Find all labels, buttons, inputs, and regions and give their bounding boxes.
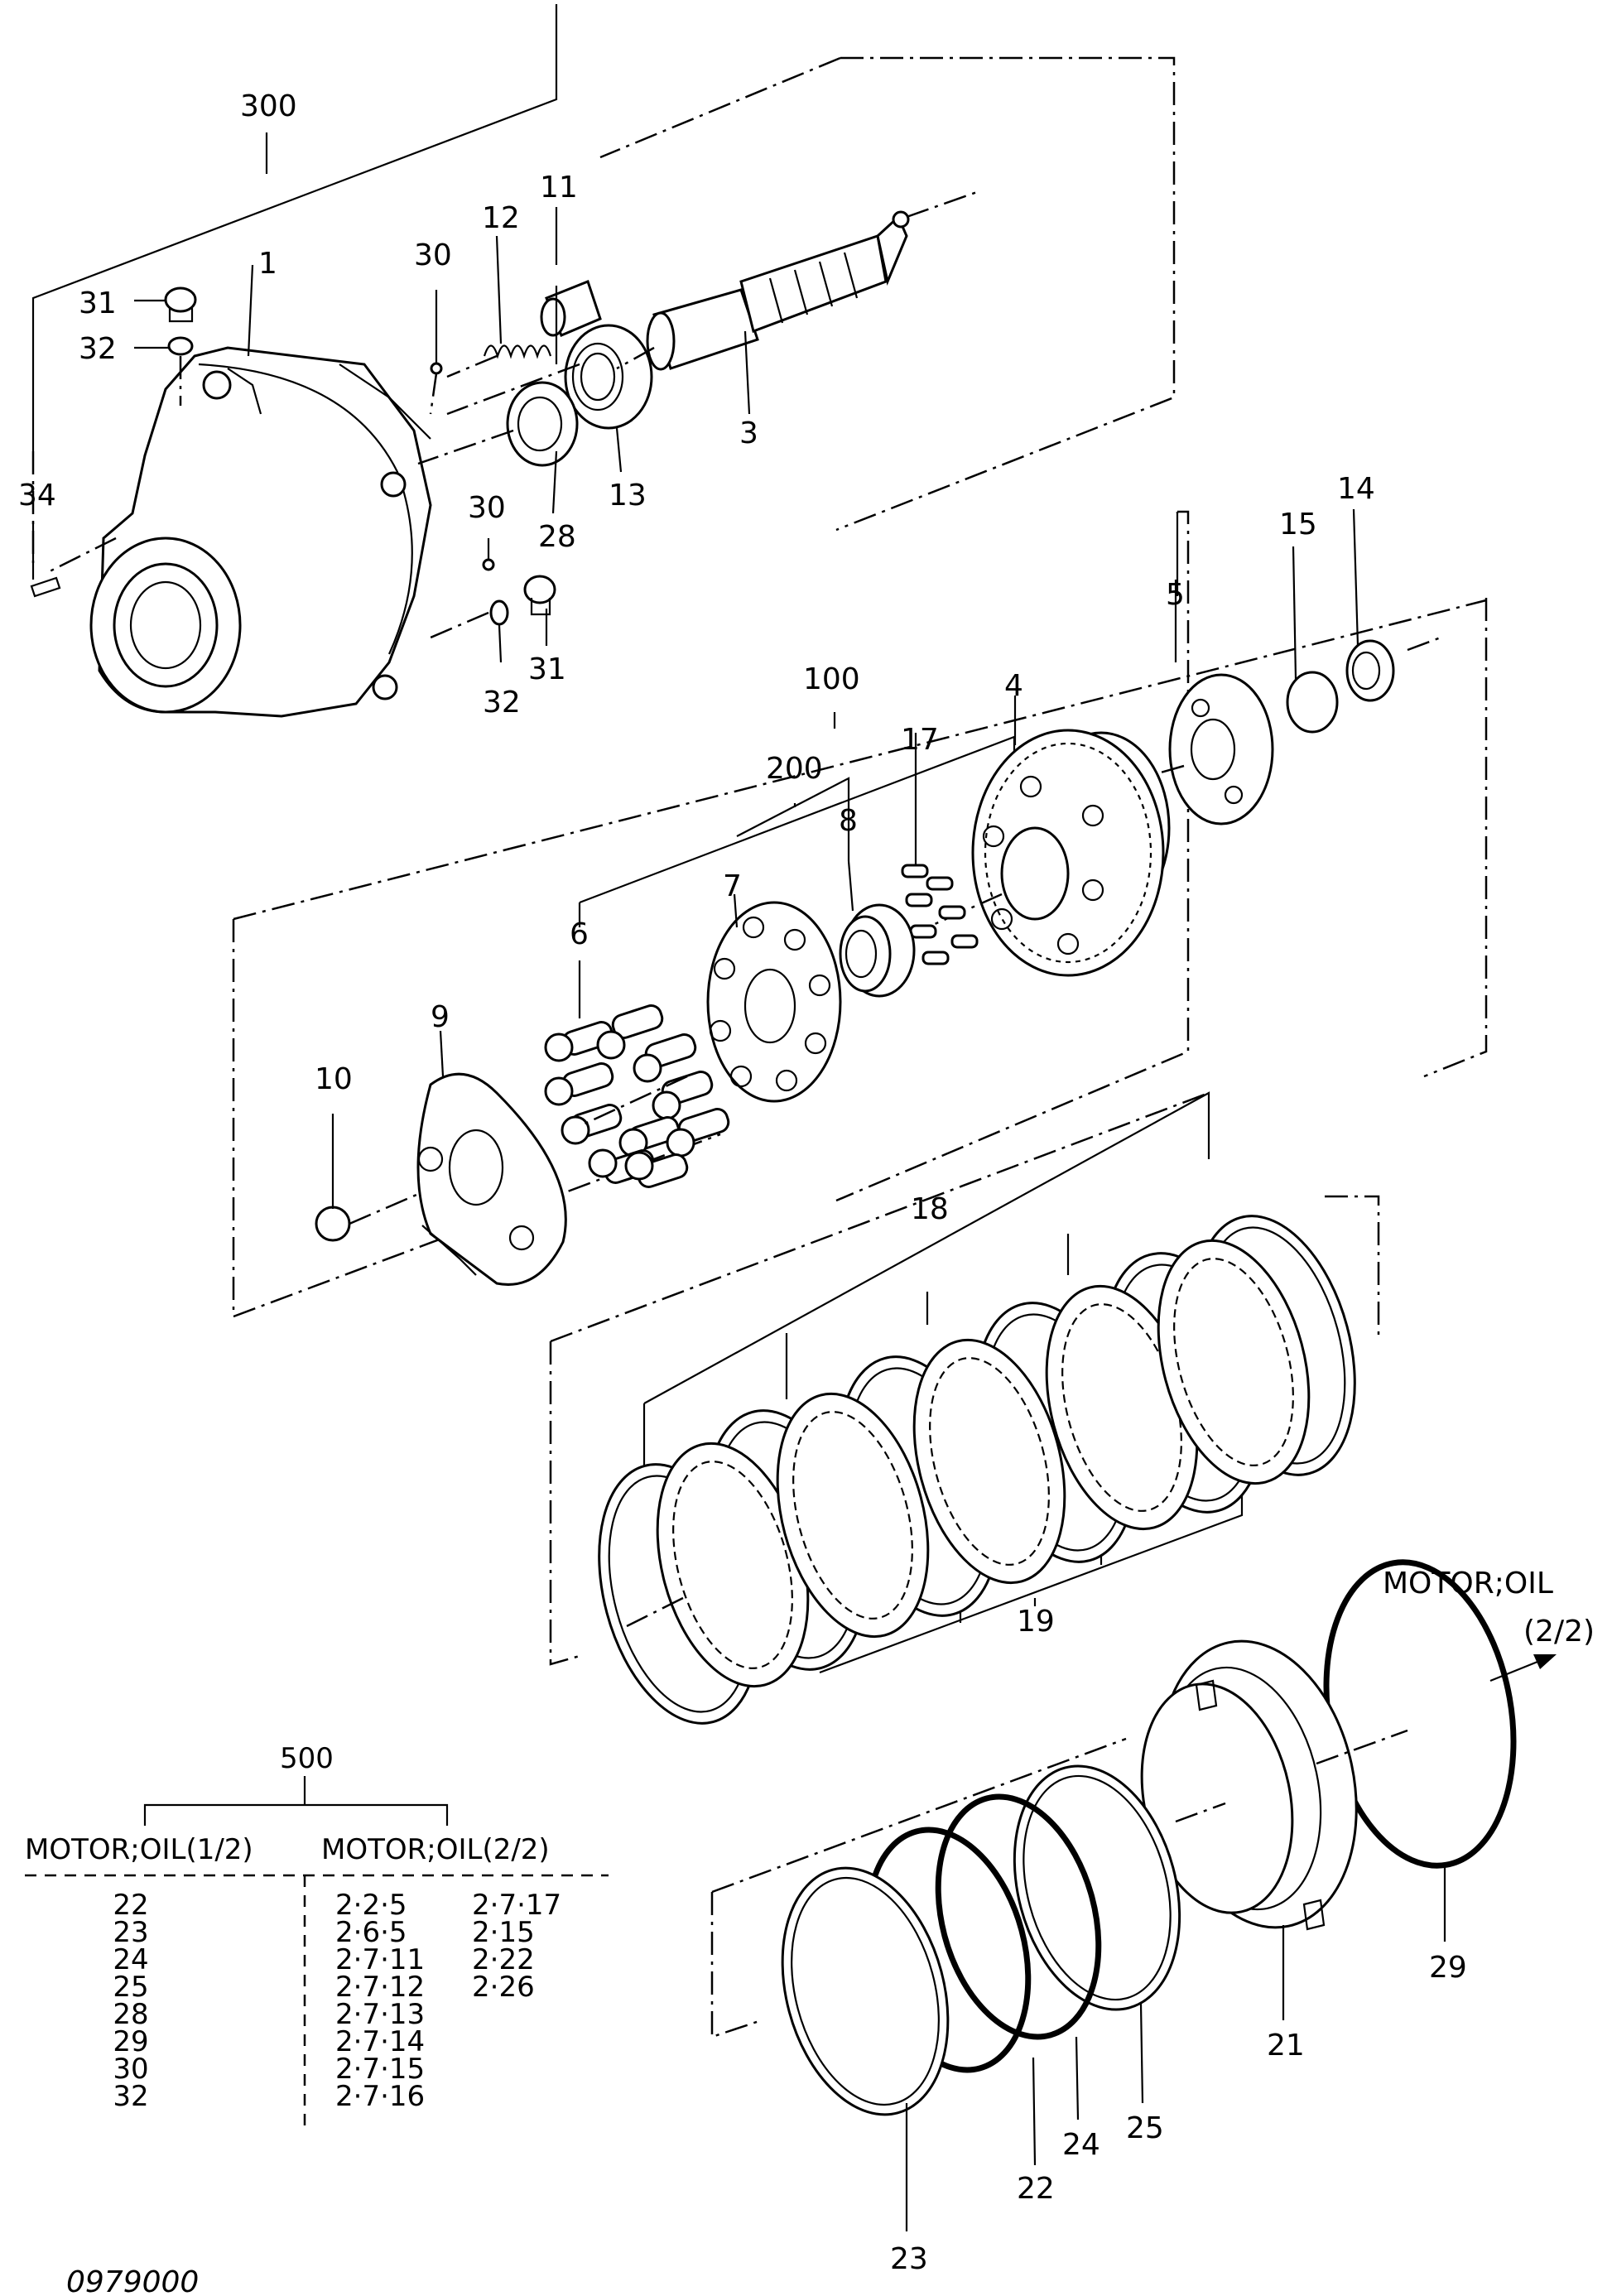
plate-5 bbox=[1168, 673, 1274, 826]
table-col2: 2·2·52·6·52·7·112·7·122·7·132·7·142·7·15… bbox=[335, 1889, 425, 2113]
table-cell: 24 bbox=[113, 1943, 148, 1976]
table-col2-header: MOTOR;OIL(2/2) bbox=[321, 1833, 550, 1866]
label-3: 3 bbox=[739, 416, 758, 450]
label-200: 200 bbox=[766, 752, 823, 786]
label-12: 12 bbox=[482, 201, 520, 235]
label-300: 300 bbox=[240, 89, 297, 123]
seal-28 bbox=[506, 381, 579, 467]
ball-30-lower bbox=[482, 558, 495, 571]
cylinder-block-4 bbox=[971, 729, 1171, 977]
table-cell: 2·15 bbox=[472, 1916, 535, 1949]
table-cell: 2·7·14 bbox=[335, 2025, 425, 2058]
label-21: 21 bbox=[1267, 2029, 1305, 2063]
label-14: 14 bbox=[1337, 472, 1375, 506]
table-cell: 2·7·13 bbox=[335, 1998, 425, 2031]
plug-31-lower bbox=[523, 575, 556, 616]
ring-15 bbox=[1286, 671, 1339, 734]
label-34: 34 bbox=[18, 479, 56, 513]
label-30-upper: 30 bbox=[414, 238, 452, 272]
bearing-14 bbox=[1345, 639, 1395, 702]
table-cell: 2·2·5 bbox=[335, 1889, 407, 1922]
collar-11 bbox=[540, 280, 602, 337]
label-22: 22 bbox=[1017, 2172, 1055, 2206]
table-cell: 25 bbox=[113, 1971, 148, 2004]
label-32-upper: 32 bbox=[79, 332, 117, 366]
retainer-8 bbox=[839, 903, 916, 998]
label-18: 18 bbox=[911, 1192, 949, 1226]
table-col1-header: MOTOR;OIL(1/2) bbox=[25, 1833, 253, 1866]
table-cell: 2·7·16 bbox=[335, 2080, 425, 2113]
label-1: 1 bbox=[258, 247, 277, 281]
oring-24 bbox=[935, 1793, 1102, 2040]
table-cell: 2·7·11 bbox=[335, 1943, 425, 1976]
table-cell: 2·7·12 bbox=[335, 1971, 425, 2004]
label-15: 15 bbox=[1279, 508, 1317, 542]
oring-32-lower bbox=[489, 599, 509, 626]
label-13: 13 bbox=[609, 479, 647, 513]
table-cell: 28 bbox=[113, 1998, 148, 2031]
label-8: 8 bbox=[839, 804, 858, 838]
table-col3: 2·7·172·152·222·26 bbox=[472, 1889, 561, 2004]
table-cell: 2·22 bbox=[472, 1943, 535, 1976]
label-100: 100 bbox=[803, 662, 860, 696]
brake-piston-group: MOTOR;OIL (2/2) 29 21 25 24 22 23 bbox=[710, 1559, 1595, 2276]
pistons-6 bbox=[544, 1004, 730, 1188]
valve-plate-9 bbox=[416, 1072, 567, 1286]
drawing-code: 0979000 bbox=[66, 2265, 199, 2296]
label-28: 28 bbox=[538, 520, 576, 554]
parts-group-table: 500 MOTOR;OIL(1/2) MOTOR;OIL(2/2) 222324… bbox=[25, 1742, 609, 2128]
label-9: 9 bbox=[431, 1000, 450, 1034]
ball-30-upper bbox=[430, 362, 443, 375]
label-30-lower: 30 bbox=[468, 491, 506, 525]
table-cell: 29 bbox=[113, 2025, 148, 2058]
table-cell: 2·7·15 bbox=[335, 2053, 425, 2086]
shaft bbox=[646, 210, 910, 371]
piston-21 bbox=[1140, 1639, 1358, 1931]
oring-32-upper bbox=[167, 336, 194, 356]
table-cell: 2·7·17 bbox=[472, 1889, 561, 1922]
label-25: 25 bbox=[1126, 2111, 1164, 2145]
label-6: 6 bbox=[570, 917, 589, 951]
motor-housing bbox=[49, 346, 432, 718]
label-24: 24 bbox=[1062, 2128, 1100, 2162]
ring-23 bbox=[781, 1866, 950, 2116]
next-page-arrow-icon bbox=[1533, 1654, 1557, 1669]
label-7: 7 bbox=[723, 869, 742, 903]
table-cell: 2·6·5 bbox=[335, 1916, 407, 1949]
table-cell: 2·26 bbox=[472, 1971, 535, 2004]
label-31-lower: 31 bbox=[528, 652, 566, 686]
pin-34 bbox=[30, 576, 61, 598]
group-100-rotary: 5 15 14 100 4 200 17 8 7 6 9 10 bbox=[232, 472, 1488, 1318]
table-cell: 30 bbox=[113, 2053, 148, 2086]
plate-7 bbox=[706, 901, 842, 1103]
plug-31-upper bbox=[164, 286, 197, 323]
group-300-housing: 300 1 11 12 30 31 32 3 13 28 34 30 31 32 bbox=[18, 4, 1176, 720]
brake-discs: 18 19 bbox=[549, 1091, 1380, 1725]
label-29: 29 bbox=[1429, 1951, 1467, 1985]
springs-17 bbox=[901, 864, 979, 965]
table-group-label: 500 bbox=[280, 1742, 334, 1775]
bearing-13 bbox=[564, 324, 653, 430]
table-cell: 23 bbox=[113, 1916, 148, 1949]
table-cell: 22 bbox=[113, 1889, 148, 1922]
label-19: 19 bbox=[1017, 1605, 1055, 1639]
label-32-lower: 32 bbox=[483, 686, 521, 720]
label-11: 11 bbox=[540, 171, 578, 205]
next-page-number: (2/2) bbox=[1523, 1615, 1595, 1649]
table-cell: 32 bbox=[113, 2080, 148, 2113]
label-4: 4 bbox=[1004, 669, 1023, 703]
label-10: 10 bbox=[315, 1062, 353, 1096]
next-page-title: MOTOR;OIL bbox=[1383, 1567, 1553, 1600]
label-23: 23 bbox=[890, 2242, 928, 2276]
ball-10 bbox=[315, 1206, 351, 1242]
label-17: 17 bbox=[901, 723, 939, 757]
label-31-upper: 31 bbox=[79, 286, 117, 320]
spring-12 bbox=[483, 344, 552, 359]
label-5: 5 bbox=[1166, 578, 1185, 612]
